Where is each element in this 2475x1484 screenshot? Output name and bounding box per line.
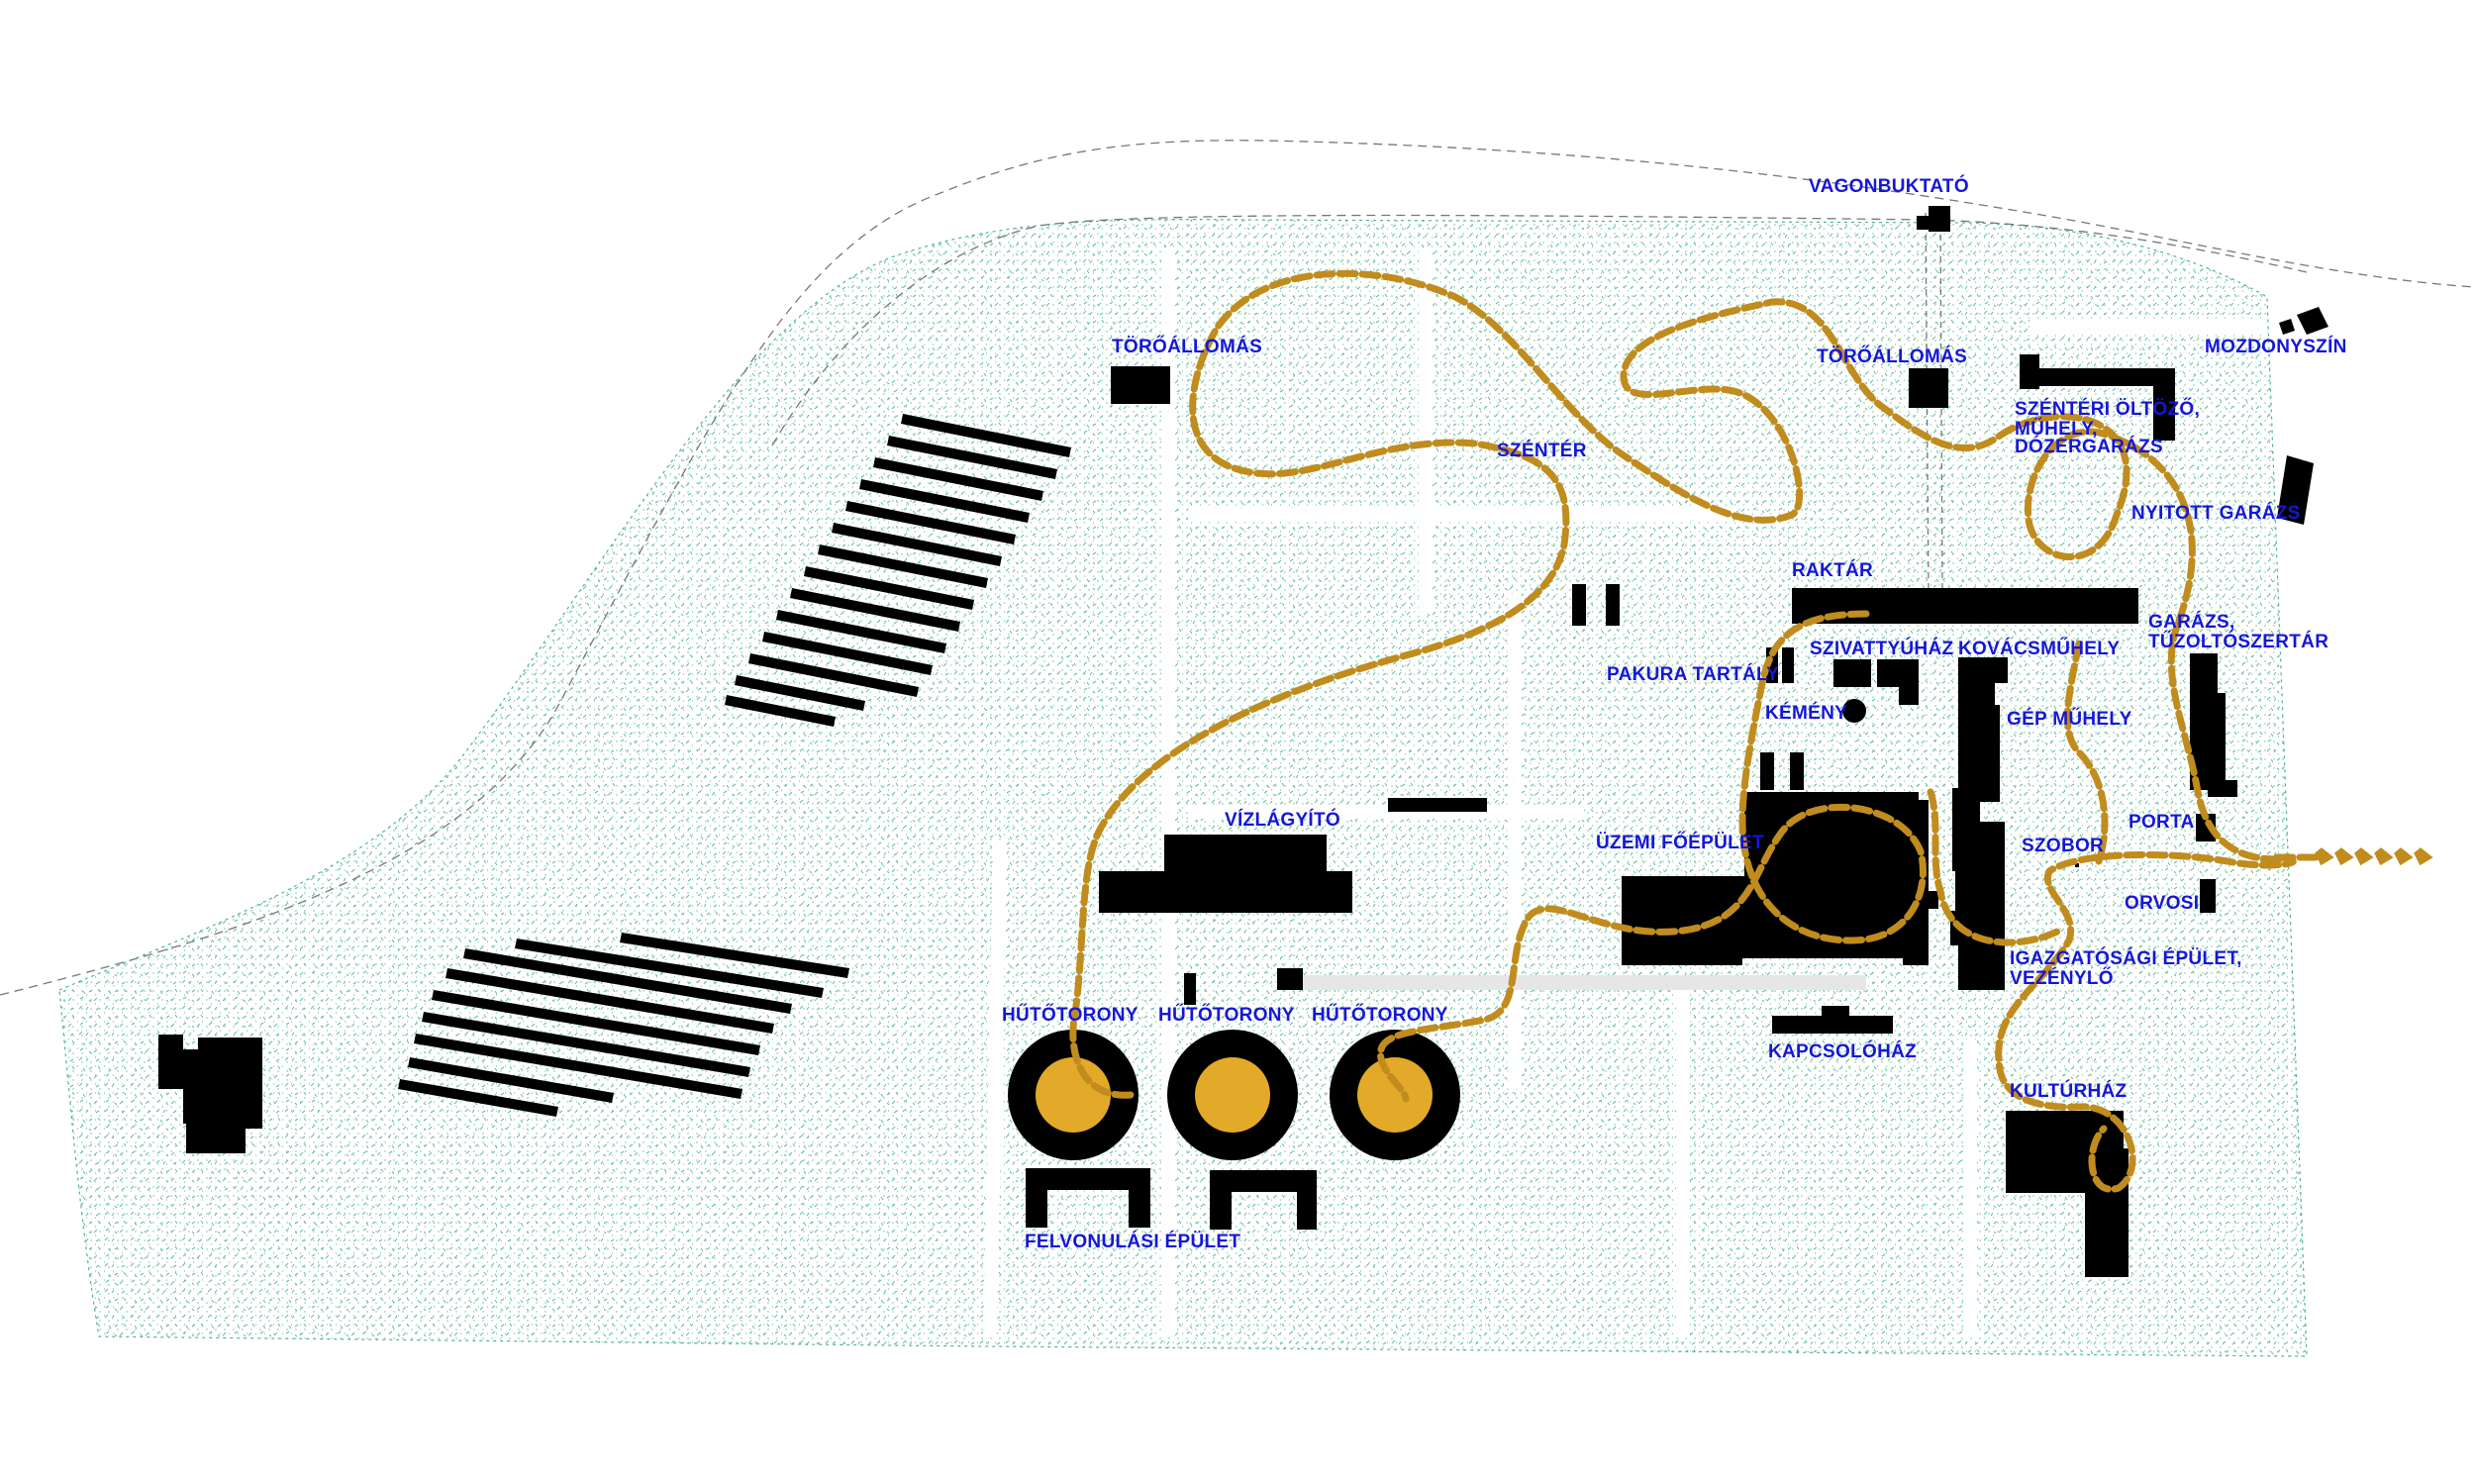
label-kapcsolohaz: KAPCSOLÓHÁZ	[1768, 1041, 1918, 1062]
label-kovacsmuhely: KOVÁCSMŰHELY	[1958, 639, 2121, 659]
cooling-tower-2	[1167, 1030, 1298, 1160]
label-kulturhaz: KULTÚRHÁZ	[2010, 1081, 2128, 1102]
label-orvosi: ORVOSI	[2125, 893, 2200, 914]
label-toroallomas-2: TÖRŐÁLLOMÁS	[1817, 346, 1968, 367]
label-szenter: SZÉNTÉR	[1497, 441, 1587, 461]
cooling-tower-1	[1008, 1030, 1138, 1160]
label-szobor: SZOBOR	[2022, 836, 2105, 856]
label-raktar: RAKTÁR	[1792, 560, 1874, 581]
label-kemeny: KÉMÉNY	[1765, 703, 1848, 724]
label-uzemi-foepulet: ÜZEMI FŐÉPÜLET	[1596, 833, 1764, 853]
storage-stripes-upper	[725, 414, 1071, 727]
label-porta: PORTA	[2128, 812, 2195, 833]
label-hutotorony-2: HŰTŐTORONY	[1158, 1005, 1295, 1026]
label-mozdonyszin: MOZDONYSZÍN	[2205, 337, 2347, 357]
label-gep-muhely: GÉP MŰHELY	[2007, 709, 2132, 730]
walking-route-tail	[2315, 847, 2433, 866]
label-nyitott-garazs: NYITOTT GARÁZS	[2131, 503, 2301, 524]
label-toroallomas-1: TÖRŐÁLLOMÁS	[1112, 337, 1263, 357]
label-igazgatosagi-1: IGAZGATÓSÁGI ÉPÜLET,	[2010, 948, 2242, 969]
label-vizlagyito: VÍZLÁGYÍTÓ	[1225, 810, 1340, 831]
label-felvonulasi-epulet: FELVONULÁSI ÉPÜLET	[1025, 1232, 1241, 1252]
walking-route	[1069, 269, 2321, 1193]
label-szenteri-oltozo-2: MŰHELY,	[2015, 419, 2098, 440]
label-hutotorony-3: HŰTŐTORONY	[1312, 1005, 1448, 1026]
label-szenteri-oltozo-3: DÓZERGARÁZS	[2015, 437, 2164, 457]
label-garazs-1: GARÁZS,	[2148, 612, 2235, 633]
label-igazgatosagi-2: VEZÉNYLŐ	[2010, 968, 2114, 989]
label-hutotorony-1: HŰTŐTORONY	[1002, 1005, 1138, 1026]
cooling-towers	[1008, 1030, 1460, 1160]
label-szenteri-oltozo-1: SZÉNTÉRI ÖLTÖZŐ,	[2015, 399, 2201, 420]
cooling-tower-3	[1330, 1030, 1460, 1160]
label-szivattyuhaz: SZIVATTYÚHÁZ	[1810, 639, 1954, 659]
storage-stripes-lower	[398, 933, 849, 1117]
label-vagonbuktato: VAGONBUKTATÓ	[1809, 176, 1969, 197]
label-garazs-2: TŰZOLTÓSZERTÁR	[2148, 632, 2329, 652]
label-pakura-tartaly: PAKURA TARTÁLY	[1607, 664, 1780, 685]
